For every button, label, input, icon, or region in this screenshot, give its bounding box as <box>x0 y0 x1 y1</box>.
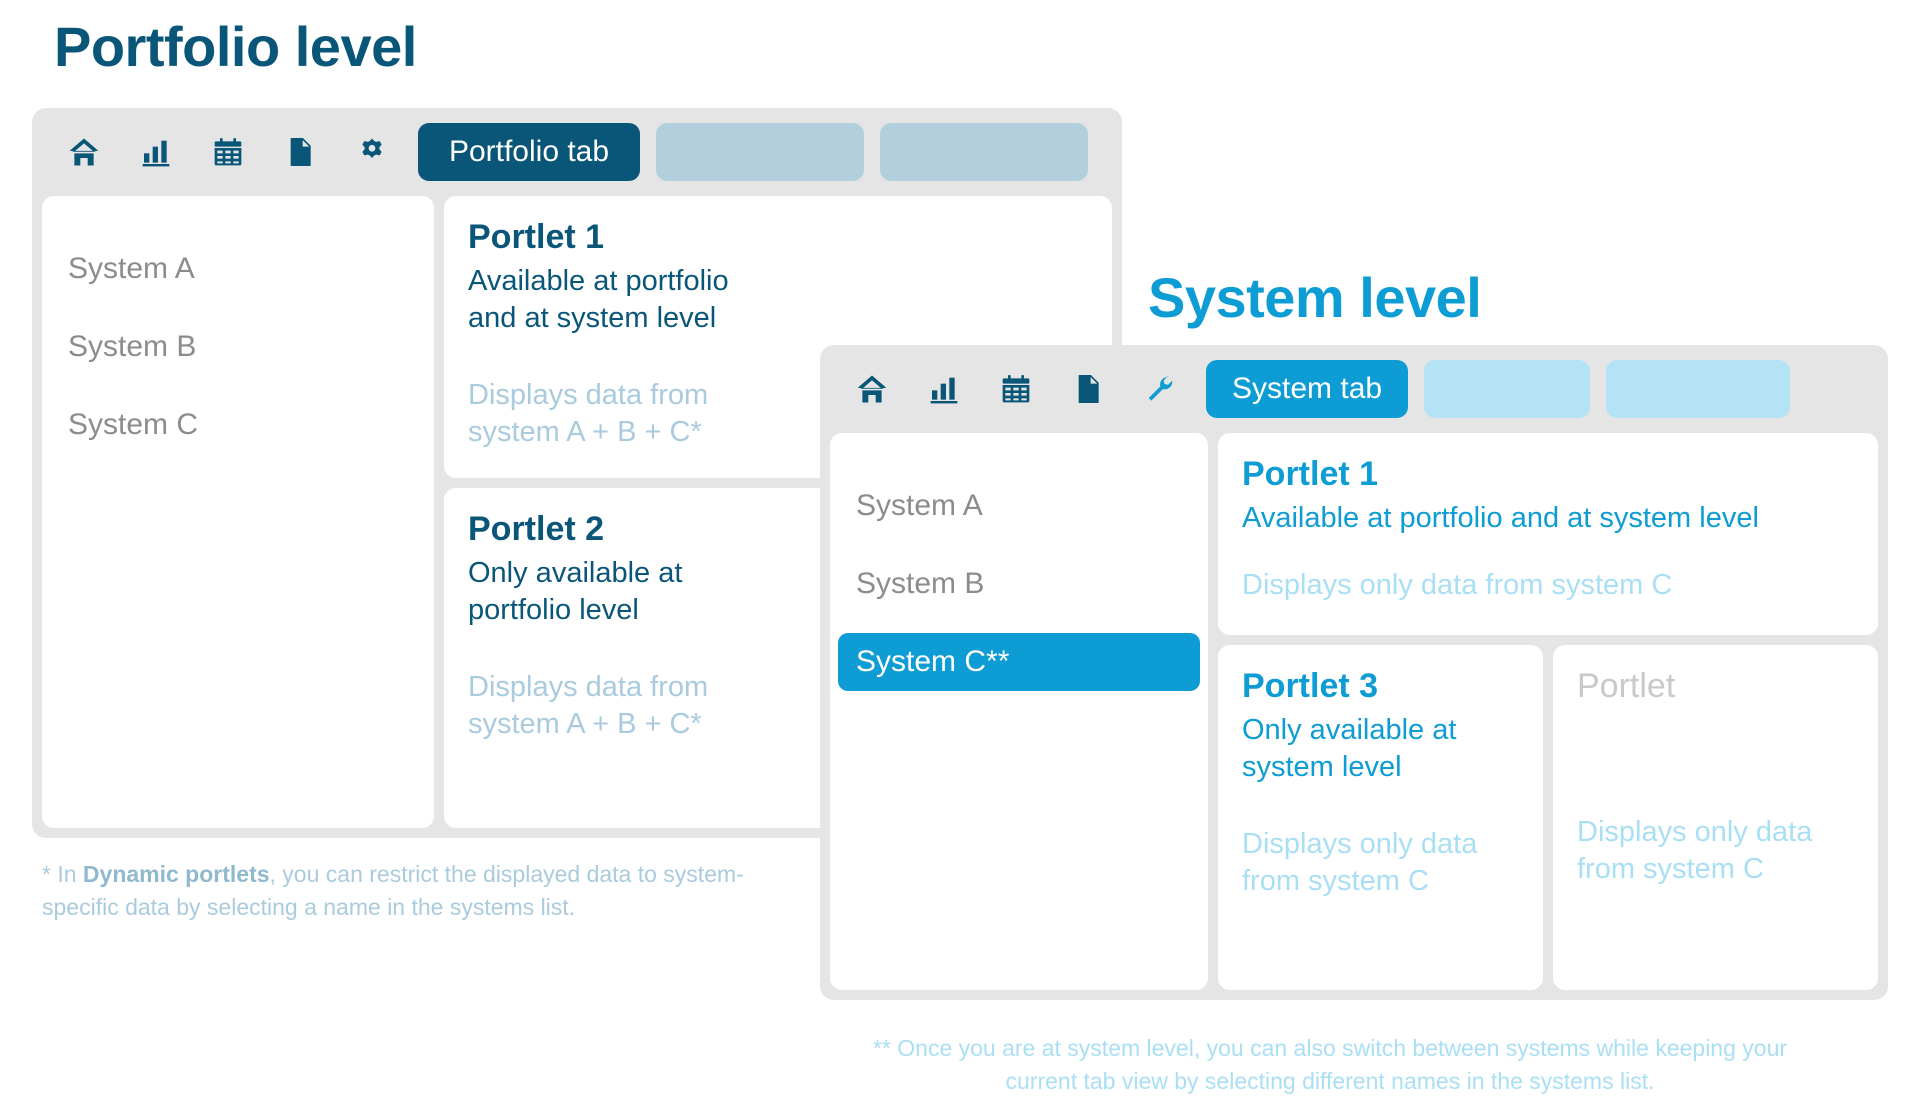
portlet-title: Portlet 3 <box>1242 667 1379 705</box>
portlet-title: Portlet 1 <box>1242 455 1379 493</box>
portlet-note: Displays only data from system C <box>1242 569 1673 602</box>
document-icon[interactable] <box>1058 365 1118 413</box>
portlet-title: Portlet <box>1577 667 1676 705</box>
tab-system-empty-2[interactable] <box>1606 360 1791 418</box>
tab-portfolio-tab[interactable]: Portfolio tab <box>418 123 640 181</box>
tab-portfolio-empty-1[interactable] <box>656 123 864 181</box>
calendar-icon[interactable] <box>198 128 258 176</box>
footnote-prefix: * In <box>42 861 83 887</box>
system-body: System A System B System C** Portlet 1 A… <box>830 433 1878 990</box>
portlet-card-placeholder[interactable]: Portlet Displays only data from system C <box>1553 645 1878 990</box>
portlet-title: Portlet 1 <box>468 218 605 256</box>
bar-chart-icon[interactable] <box>126 128 186 176</box>
portlet-note: Displays data from system A + B + C* <box>468 379 709 449</box>
document-icon[interactable] <box>270 128 330 176</box>
footnote-rest: , you can restrict the displayed data to… <box>42 861 744 920</box>
portlet-card[interactable]: Portlet 3 Only available at system level… <box>1218 645 1543 990</box>
home-icon[interactable] <box>842 365 902 413</box>
list-item[interactable]: System B <box>68 330 197 363</box>
tab-portfolio-empty-2[interactable] <box>880 123 1088 181</box>
portlet-note: Displays only data from system C <box>1577 816 1813 886</box>
portlet-subtitle: Available at portfolio and at system lev… <box>1242 502 1759 535</box>
list-item[interactable]: System C <box>68 408 199 441</box>
system-portlet-column: Portlet 1 Available at portfolio and at … <box>1218 433 1878 990</box>
system-toolbar: System tab <box>820 345 1888 433</box>
gear-icon[interactable] <box>342 128 402 176</box>
page-title-portfolio: Portfolio level <box>54 15 417 78</box>
portfolio-systems-list: System A System B System C <box>42 196 434 828</box>
wrench-icon[interactable] <box>1130 365 1190 413</box>
calendar-icon[interactable] <box>986 365 1046 413</box>
tab-system-tab[interactable]: System tab <box>1206 360 1409 418</box>
footnote-bold: Dynamic portlets <box>82 861 270 887</box>
system-panel: System tab System A System B System C** … <box>820 345 1888 1000</box>
list-item[interactable]: System B <box>856 567 985 600</box>
system-systems-list: System A System B System C** <box>830 433 1208 990</box>
portlet-subtitle: Only available at system level <box>1242 714 1457 784</box>
portlet-note: Displays data from system A + B + C* <box>468 671 709 741</box>
home-icon[interactable] <box>54 128 114 176</box>
portlet-card[interactable]: Portlet 1 Available at portfolio and at … <box>1218 433 1878 635</box>
portfolio-footnote: * In Dynamic portlets, you can restrict … <box>42 858 802 923</box>
system-footnote: ** Once you are at system level, you can… <box>872 1035 1788 1094</box>
page-title-system: System level <box>1148 266 1482 329</box>
portlet-title: Portlet 2 <box>468 510 605 548</box>
list-item[interactable]: System A <box>68 252 195 285</box>
bar-chart-icon[interactable] <box>914 365 974 413</box>
list-item-selected[interactable]: System C** <box>838 633 1200 691</box>
tab-system-empty-1[interactable] <box>1424 360 1591 418</box>
portlet-subtitle: Only available at portfolio level <box>468 557 683 627</box>
portlet-subtitle: Available at portfolio and at system lev… <box>468 265 729 335</box>
portfolio-toolbar: Portfolio tab <box>32 108 1122 196</box>
list-item[interactable]: System A <box>856 489 983 522</box>
portlet-note: Displays only data from system C <box>1242 828 1478 898</box>
